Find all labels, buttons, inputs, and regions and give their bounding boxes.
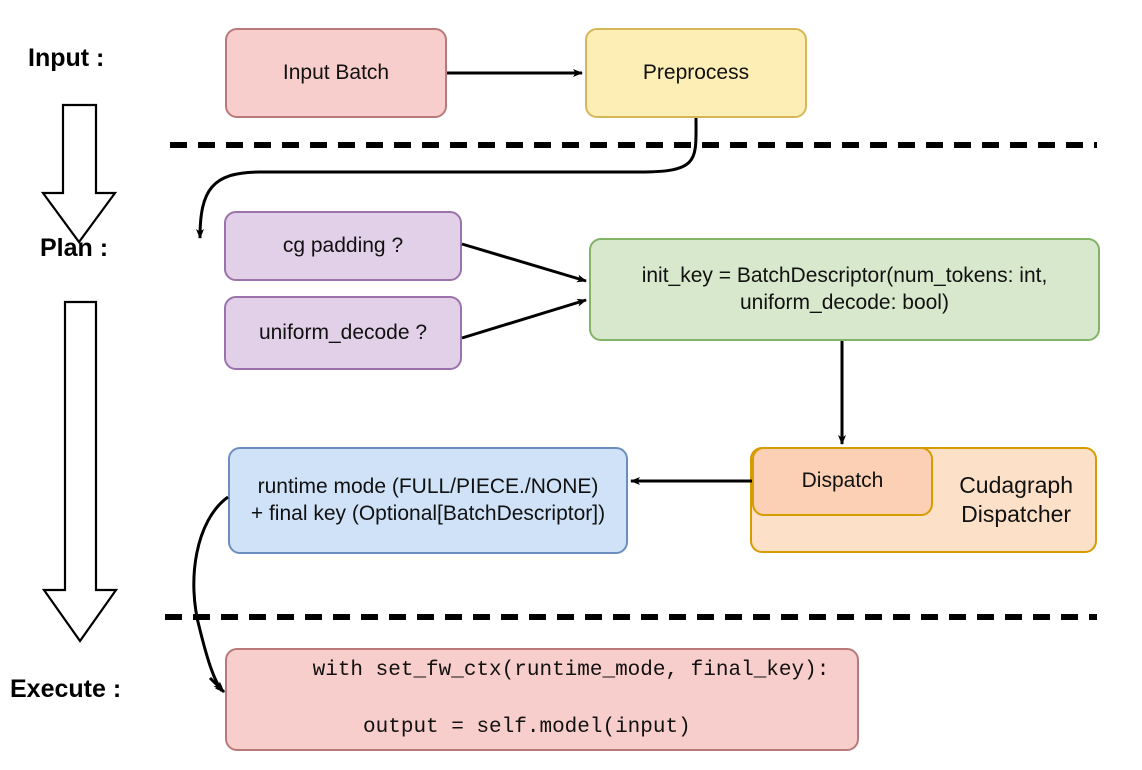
node-init-key-line1: init_key = BatchDescriptor(num_tokens: i… (641, 264, 1048, 288)
arrow-runtime-mode-to-execute-code (192, 495, 229, 692)
node-dispatch[interactable]: Dispatch (752, 447, 933, 516)
stage-label-execute: Execute : (10, 675, 122, 703)
node-init-key-text: init_key = BatchDescriptor(num_tokens: i… (642, 263, 1048, 316)
node-init-key-line2: uniform_decode: bool) (740, 290, 949, 314)
node-cudagraph-dispatcher-line2: Dispatcher (961, 501, 1072, 527)
node-input-batch-label: Input Batch (282, 60, 390, 84)
node-runtime-mode[interactable]: runtime mode (FULL/PIECE./NONE) + final … (228, 447, 628, 554)
stage-label-input: Input : (28, 44, 105, 72)
node-preprocess-label: Preprocess (642, 60, 750, 84)
input-to-plan-block-arrow (40, 103, 118, 244)
arrow-uniform-decode-to-init-key (461, 298, 587, 340)
arrow-cg-padding-to-init-key (461, 242, 587, 283)
arrowhead-into-execute-code (208, 676, 226, 694)
node-runtime-mode-line1: runtime mode (FULL/PIECE./NONE) (257, 475, 599, 499)
node-cg-padding[interactable]: cg padding ? (224, 211, 462, 281)
stage-label-plan: Plan : (40, 234, 109, 262)
node-cudagraph-dispatcher-text: Cudagraph Dispatcher (959, 471, 1073, 529)
node-execute-code[interactable]: with set_fw_ctx(runtime_mode, final_key)… (225, 648, 859, 751)
node-execute-code-text: with set_fw_ctx(runtime_mode, final_key)… (237, 629, 830, 770)
node-dispatch-label: Dispatch (801, 469, 884, 493)
node-uniform-decode-label: uniform_decode ? (258, 320, 428, 344)
node-uniform-decode[interactable]: uniform_decode ? (224, 296, 462, 370)
node-input-batch[interactable]: Input Batch (225, 28, 447, 118)
plan-to-execute-block-arrow (41, 300, 119, 643)
node-init-key[interactable]: init_key = BatchDescriptor(num_tokens: i… (589, 238, 1100, 341)
node-runtime-mode-line2: + final key (Optional[BatchDescriptor]) (250, 501, 606, 525)
node-execute-code-line2: output = self.model(input) (312, 715, 691, 739)
node-runtime-mode-text: runtime mode (FULL/PIECE./NONE) + final … (251, 474, 605, 527)
node-cg-padding-label: cg padding ? (282, 233, 404, 257)
node-cudagraph-dispatcher-line1: Cudagraph (959, 472, 1073, 499)
node-preprocess[interactable]: Preprocess (585, 28, 807, 118)
node-execute-code-line1: with set_fw_ctx(runtime_mode, final_key)… (312, 658, 830, 682)
